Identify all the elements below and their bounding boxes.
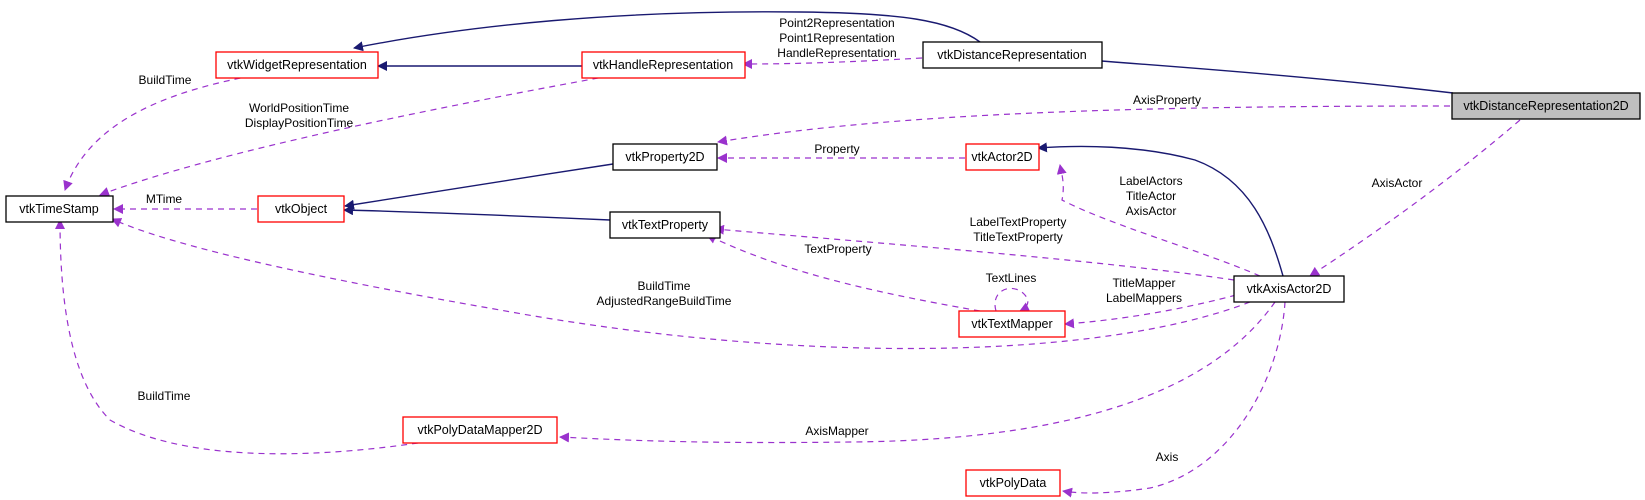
node-label: vtkTimeStamp [19, 202, 98, 216]
edge-textproperty-from-axisactor [714, 224, 1235, 281]
edge-property2d-from-distrep2d [717, 105, 1451, 146]
label-label-actors: LabelActors [1119, 174, 1182, 188]
label-title-mapper: TitleMapper [1113, 276, 1176, 290]
edge-actor2d-from-axisactor [1056, 164, 1261, 277]
edge-axisactor-to-actor2d [1037, 142, 1284, 277]
label-axis-property: AxisProperty [1133, 93, 1201, 107]
label-title-actor: TitleActor [1126, 189, 1176, 203]
edge-handlerep-to-distrep [742, 57, 923, 69]
edge-timestamp-from-axisactor [111, 218, 1251, 350]
node-vtkdistancerepresentation2d[interactable]: vtkDistanceRepresentation2D [1451, 92, 1641, 120]
node-label: vtkPolyDataMapper2D [417, 423, 542, 437]
label-mtime: MTime [146, 192, 183, 206]
node-vtktextproperty[interactable]: vtkTextProperty [609, 211, 721, 239]
edge-distrep-to-widgetrep [353, 11, 981, 52]
node-label: vtkActor2D [971, 150, 1032, 164]
edge-textmapper-self [994, 287, 1031, 312]
node-label: vtkProperty2D [625, 150, 704, 164]
edge-widgetrep-to-timestamp [63, 73, 263, 191]
label-axis-actor-top: AxisActor [1372, 176, 1423, 190]
node-label: vtkWidgetRepresentation [227, 58, 367, 72]
label-handle-representation: HandleRepresentation [777, 46, 896, 60]
inheritance-edges [343, 11, 1454, 277]
label-property: Property [814, 142, 859, 156]
label-text-property: TextProperty [804, 242, 871, 256]
node-vtkhandlerepresentation[interactable]: vtkHandleRepresentation [581, 51, 746, 79]
node-label: vtkDistanceRepresentation2D [1463, 99, 1628, 113]
edge-polymapper-from-axisactor [559, 301, 1276, 444]
node-label: vtkDistanceRepresentation [937, 48, 1086, 62]
label-widget-buildtime: BuildTime [139, 73, 192, 87]
node-vtkdistancerepresentation[interactable]: vtkDistanceRepresentation [922, 41, 1103, 69]
node-label: vtkTextMapper [971, 317, 1052, 331]
node-vtkpolydatamapper2d[interactable]: vtkPolyDataMapper2D [402, 416, 558, 444]
node-label: vtkPolyData [980, 476, 1047, 490]
node-vtkwidgetrepresentation[interactable]: vtkWidgetRepresentation [215, 51, 379, 79]
edge-labels: Point2Representation Point1Representatio… [138, 16, 1423, 464]
node-vtkobject[interactable]: vtkObject [257, 195, 345, 223]
edge-distrep2d-to-axisactor [1309, 119, 1521, 277]
node-vtkproperty2d[interactable]: vtkProperty2D [612, 143, 718, 171]
label-adjusted-range-buildtime: AdjustedRangeBuildTime [597, 294, 732, 308]
node-vtkactor2d[interactable]: vtkActor2D [965, 143, 1040, 171]
label-axis: Axis [1156, 450, 1179, 464]
node-vtktextmapper[interactable]: vtkTextMapper [958, 310, 1066, 338]
label-world-position-time: WorldPositionTime [249, 101, 349, 115]
node-vtktimestamp[interactable]: vtkTimeStamp [5, 195, 114, 223]
edge-distrep2d-to-distrep [1061, 53, 1454, 94]
edge-timestamp-from-polymapper [55, 219, 419, 455]
label-label-mappers: LabelMappers [1106, 291, 1182, 305]
label-title-text-property: TitleTextProperty [973, 230, 1063, 244]
node-label: vtkObject [275, 202, 328, 216]
edge-textproperty-to-vtkobject [343, 205, 611, 221]
node-label: vtkHandleRepresentation [593, 58, 733, 72]
label-point1-representation: Point1Representation [779, 31, 894, 45]
node-vtkpolydata[interactable]: vtkPolyData [965, 469, 1061, 497]
label-axis-buildtime: BuildTime [638, 279, 691, 293]
edge-polydata-from-axisactor [1062, 301, 1286, 498]
label-axis-mapper: AxisMapper [805, 424, 868, 438]
label-point2-representation: Point2Representation [779, 16, 894, 30]
label-polymapper-buildtime: BuildTime [138, 389, 191, 403]
edge-timestamp-from-handlerep [99, 73, 621, 197]
node-label: vtkTextProperty [622, 218, 709, 232]
label-display-position-time: DisplayPositionTime [245, 116, 354, 130]
node-vtkaxisactor2d[interactable]: vtkAxisActor2D [1233, 275, 1345, 303]
usage-edges [55, 57, 1521, 498]
label-axis-actor: AxisActor [1126, 204, 1177, 218]
edge-property2d-to-vtkobject [344, 163, 614, 210]
label-label-text-property: LabelTextProperty [970, 215, 1067, 229]
node-label: vtkAxisActor2D [1247, 282, 1332, 296]
label-text-lines: TextLines [986, 271, 1037, 285]
edge-textproperty-from-textmapper [706, 234, 981, 312]
